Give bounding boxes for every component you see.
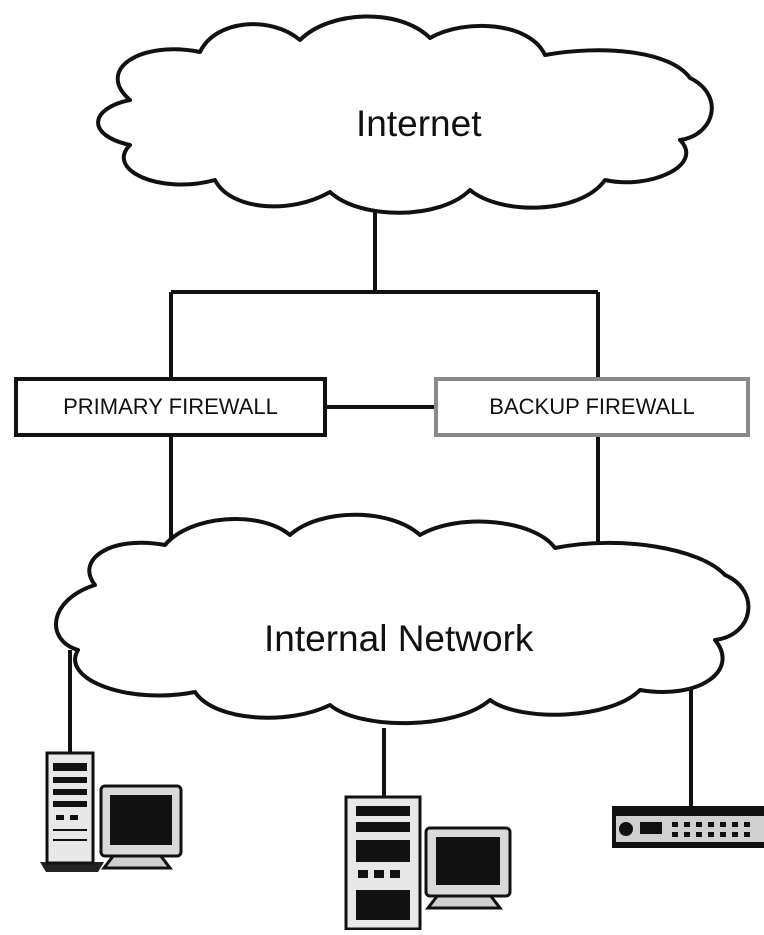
cloud-icon — [54, 512, 751, 726]
cloud-icon — [96, 14, 714, 215]
desktop-computer-icon — [344, 795, 422, 931]
rack-switch-icon — [612, 806, 764, 848]
crt-monitor-icon — [99, 784, 183, 870]
crt-monitor-icon — [424, 826, 512, 910]
backup-firewall-box: BACKUP FIREWALL — [434, 377, 750, 437]
primary-firewall-label: PRIMARY FIREWALL — [63, 394, 278, 419]
internet-label: Internet — [356, 103, 482, 144]
primary-firewall-box: PRIMARY FIREWALL — [14, 377, 327, 437]
backup-firewall-label: BACKUP FIREWALL — [489, 394, 695, 419]
workstation-left — [40, 751, 183, 872]
internal-network-label: Internal Network — [264, 618, 534, 659]
workstation-center — [344, 795, 512, 931]
connection-lines — [68, 205, 693, 808]
tower-computer-icon — [40, 751, 104, 872]
